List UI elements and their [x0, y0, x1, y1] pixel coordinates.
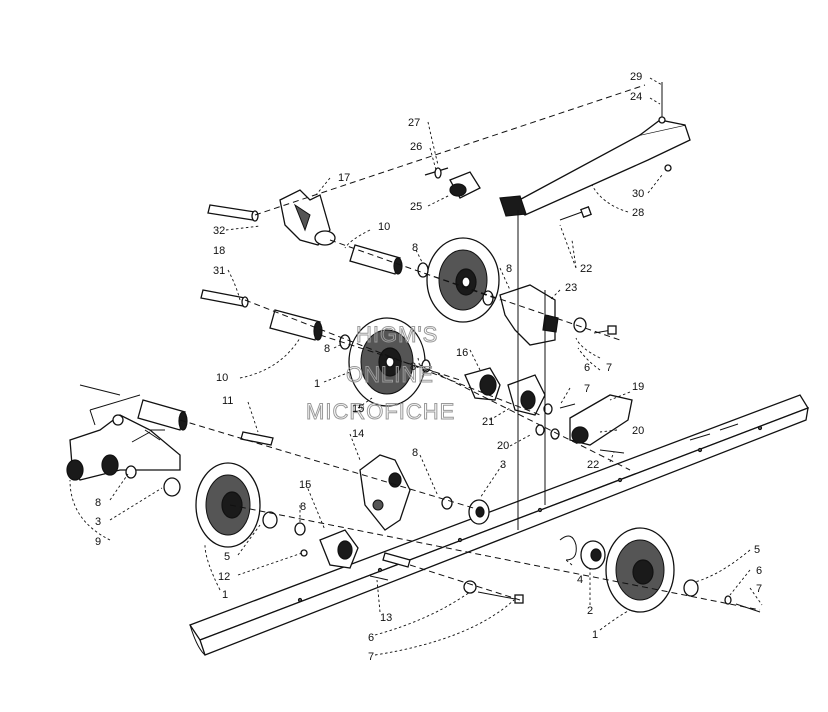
- idler-wheel-upper: [417, 237, 500, 323]
- bearing-2: [580, 540, 606, 570]
- sleeve-10-upper: [349, 244, 403, 275]
- pin-13: [369, 552, 411, 581]
- callout-30: 30: [632, 188, 644, 200]
- bracket-14: [359, 454, 411, 531]
- bolt-22-top: [559, 206, 592, 221]
- callout-8-lower: 8: [300, 501, 306, 513]
- pin-11: [240, 431, 274, 446]
- pin-31: [200, 289, 249, 308]
- bolt-bottom: [463, 580, 524, 604]
- axle-plate-9: [66, 414, 181, 481]
- arm-bushing: [424, 167, 481, 199]
- watermark: HIGM'S ONLINE MICROFICHE: [306, 322, 455, 425]
- slide-rail: [189, 394, 809, 656]
- callout-11: 11: [222, 395, 233, 407]
- idler-wheel-lower-right: [605, 527, 761, 613]
- callout-22-right: 22: [587, 459, 599, 471]
- idler-wheel-lower-left: [125, 462, 308, 557]
- callout-8-center: 8: [412, 447, 418, 459]
- callout-5-left: 5: [224, 551, 230, 563]
- callout-8-right-upper: 8: [506, 263, 512, 275]
- callout-7-right: 7: [606, 362, 612, 374]
- callout-27: 27: [408, 117, 420, 129]
- pin-32: [207, 204, 259, 222]
- clip-4: [559, 535, 577, 561]
- callout-13: 13: [380, 612, 392, 624]
- callout-20-right: 20: [632, 425, 644, 437]
- callout-15-mid: 15: [352, 403, 364, 415]
- callout-7-mid: 7: [584, 383, 590, 395]
- sleeve-10-middle: [269, 309, 323, 341]
- callout-5-right: 5: [754, 544, 760, 556]
- callout-17: 17: [338, 172, 350, 184]
- callout-1-left: 1: [222, 589, 228, 601]
- idler-wheel-middle: [339, 317, 431, 407]
- callout-22-top: 22: [580, 263, 592, 275]
- callout-3-left: 3: [95, 516, 101, 528]
- bracket-21: [507, 374, 546, 416]
- assembly-axes: [79, 84, 761, 611]
- callout-21: 21: [482, 416, 494, 428]
- callout-4: 4: [577, 574, 583, 586]
- callout-25: 25: [410, 201, 422, 213]
- callout-32: 32: [213, 225, 225, 237]
- callout-7-right-bottom: 7: [756, 583, 762, 595]
- spacer-3-center: [441, 496, 490, 525]
- callout-31: 31: [213, 265, 225, 277]
- callout-8-left: 8: [95, 497, 101, 509]
- callout-10-lower: 10: [216, 372, 228, 384]
- callout-8-mid-left: 8: [324, 343, 330, 355]
- callout-16: 16: [456, 347, 468, 359]
- callout-1-mid: 1: [314, 378, 320, 390]
- arm-19: [535, 394, 633, 454]
- washer-bolt-right: [573, 317, 617, 335]
- bracket-15-lower: [319, 529, 359, 569]
- suspension-arm: [499, 82, 691, 217]
- callout-6-bottom: 6: [368, 632, 374, 644]
- callout-7-bottom: 7: [368, 651, 374, 663]
- callout-labels: 29 24 27 26 25 30 28 17 32 18 10 8 22 31…: [95, 71, 762, 663]
- callout-6-right: 6: [584, 362, 590, 374]
- callout-24: 24: [630, 91, 642, 103]
- callout-12: 12: [218, 571, 230, 583]
- bracket-23: [482, 284, 559, 346]
- callout-6-right-bottom: 6: [756, 565, 762, 577]
- watermark-line-3: MICROFICHE: [306, 399, 455, 424]
- callout-20-center: 20: [497, 440, 509, 452]
- callout-23: 23: [565, 282, 577, 294]
- callout-28: 28: [632, 207, 644, 219]
- callout-15-lower: 15: [299, 479, 311, 491]
- callout-3-center: 3: [500, 459, 506, 471]
- callout-8-mid-right: 8: [410, 361, 416, 373]
- callout-1-right: 1: [592, 629, 598, 641]
- callout-8-upper: 8: [412, 242, 418, 254]
- callout-19: 19: [632, 381, 644, 393]
- bracket-16: [464, 367, 501, 401]
- callout-10-upper: 10: [378, 221, 390, 233]
- callout-9: 9: [95, 536, 101, 548]
- watermark-line-2: ONLINE: [346, 362, 434, 387]
- callout-14: 14: [352, 428, 364, 440]
- sleeve-lower: [137, 399, 188, 431]
- leader-lines: [69, 77, 763, 656]
- callout-29: 29: [630, 71, 642, 83]
- callout-26: 26: [410, 141, 422, 153]
- watermark-line-1: HIGM'S: [356, 322, 438, 347]
- callout-18: 18: [213, 245, 225, 257]
- callout-2: 2: [587, 605, 593, 617]
- pivot-bracket: [279, 189, 336, 246]
